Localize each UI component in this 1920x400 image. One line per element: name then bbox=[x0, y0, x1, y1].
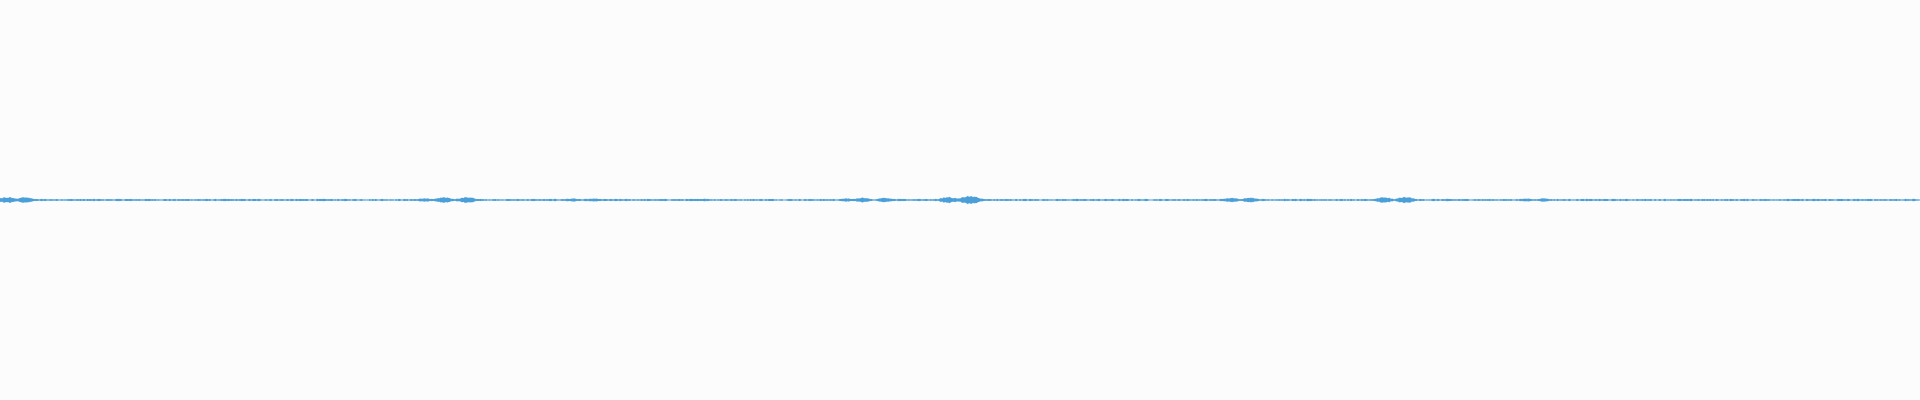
waveform-signal bbox=[0, 195, 1920, 205]
